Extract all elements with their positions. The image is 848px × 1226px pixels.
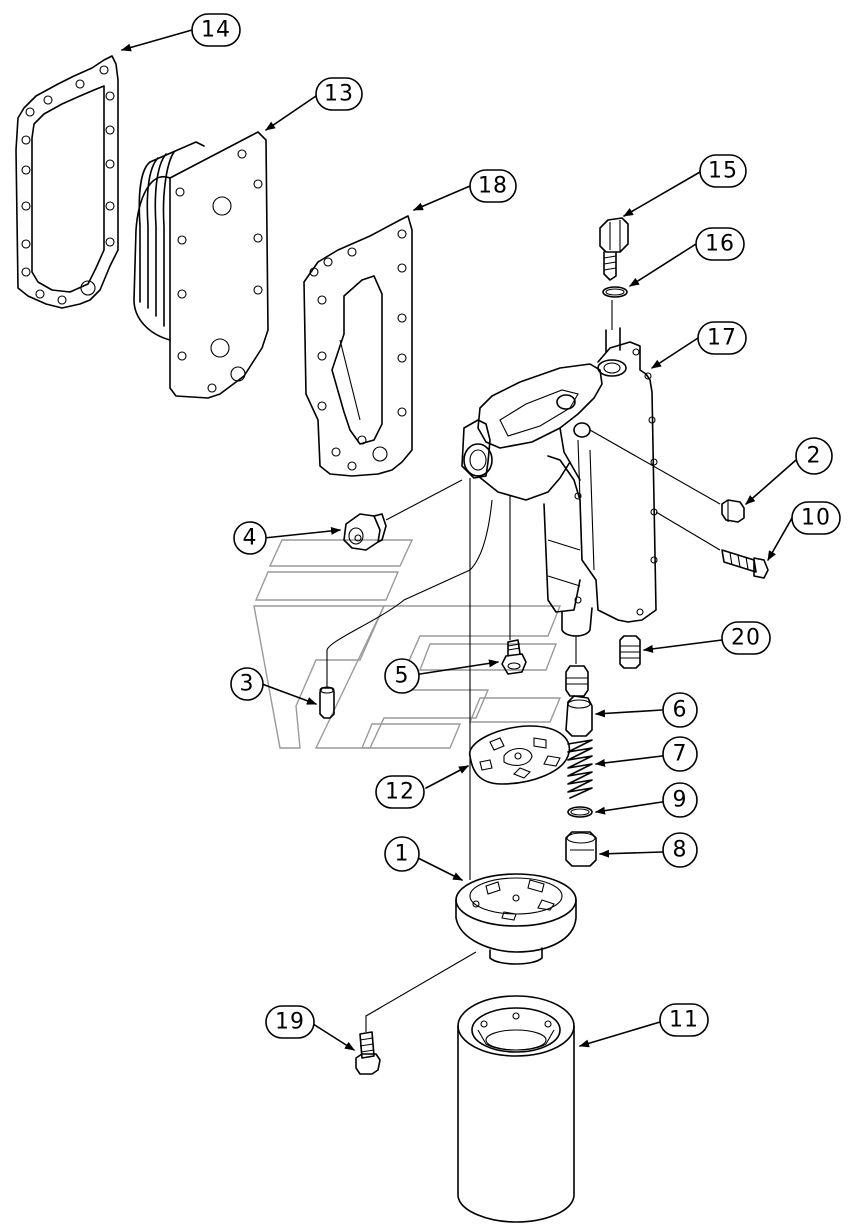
callout-17-label: 17 <box>707 326 737 351</box>
callout-10: 10 <box>791 501 841 535</box>
callout-9-label: 9 <box>673 788 688 813</box>
callout-4: 4 <box>233 521 267 555</box>
filter-head-part-1 <box>455 873 577 965</box>
callout-12: 12 <box>375 775 425 809</box>
callout-13-label: 13 <box>324 82 354 107</box>
callout-19: 19 <box>265 1005 315 1039</box>
filter-part-11 <box>457 995 575 1223</box>
dowel-pin-part-3 <box>319 569 471 719</box>
o-ring-part-9 <box>567 806 593 818</box>
callout-9: 9 <box>662 782 698 818</box>
gasket-part-18 <box>303 215 413 477</box>
callout-1: 1 <box>384 836 420 872</box>
callout-16-label: 16 <box>705 232 735 257</box>
callout-10-label: 10 <box>801 506 831 531</box>
callout-4-label: 4 <box>243 526 258 551</box>
callout-7-label: 7 <box>673 742 688 767</box>
callout-5-label: 5 <box>395 664 410 689</box>
bolt-part-15 <box>599 217 629 281</box>
callout-14: 14 <box>191 13 241 47</box>
callout-2-label: 2 <box>807 444 822 469</box>
leader-lines <box>121 29 797 1051</box>
callout-2: 2 <box>795 437 833 475</box>
callout-16: 16 <box>695 227 745 261</box>
callout-19-label: 19 <box>275 1010 305 1035</box>
bolt-part-10 <box>655 511 769 579</box>
callout-5: 5 <box>384 658 420 694</box>
callout-11: 11 <box>659 1003 709 1037</box>
callout-6-label: 6 <box>673 698 688 723</box>
gasket-part-14 <box>15 55 119 309</box>
callout-15: 15 <box>699 154 747 188</box>
callout-12-label: 12 <box>385 780 415 805</box>
callout-18-label: 18 <box>478 174 508 199</box>
watermark-logo <box>253 539 562 749</box>
callout-3: 3 <box>230 667 264 701</box>
plug-part-4 <box>343 479 463 551</box>
callout-14-label: 14 <box>201 18 231 43</box>
callout-18: 18 <box>469 169 517 203</box>
callout-20: 20 <box>721 621 771 655</box>
spring-part-7 <box>567 739 593 799</box>
plug-part-2 <box>589 429 745 523</box>
filter-housing-part-17 <box>461 300 658 880</box>
o-ring-part-16 <box>602 286 628 298</box>
callout-15-label: 15 <box>708 159 738 184</box>
callout-1-label: 1 <box>395 842 410 867</box>
plug-part-8 <box>565 831 597 867</box>
callout-8-label: 8 <box>673 838 688 863</box>
callout-13: 13 <box>315 77 363 111</box>
callout-6: 6 <box>662 692 698 728</box>
bolt-part-19 <box>355 951 477 1075</box>
plate-part-12 <box>469 725 571 785</box>
callout-17: 17 <box>697 321 747 355</box>
plunger-part-6 <box>565 665 593 737</box>
oil-cooler-part-13 <box>133 131 269 399</box>
callout-7: 7 <box>662 736 698 772</box>
valve-part-5 <box>501 639 527 675</box>
callout-20-label: 20 <box>731 626 761 651</box>
callout-11-label: 11 <box>669 1008 699 1033</box>
callout-3-label: 3 <box>240 672 255 697</box>
callout-8: 8 <box>662 832 698 868</box>
plug-part-20 <box>619 635 641 669</box>
